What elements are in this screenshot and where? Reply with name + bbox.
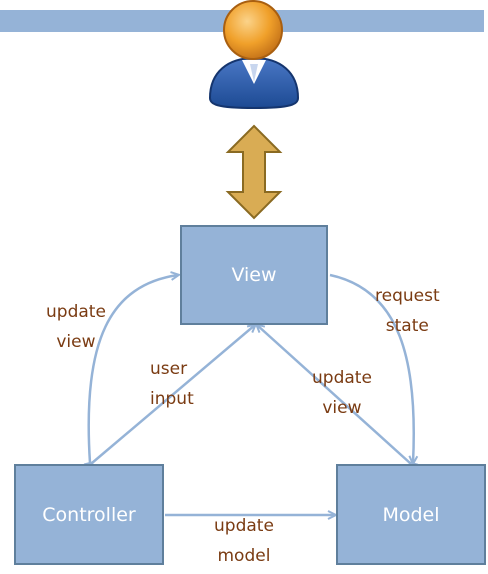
double-arrow-icon xyxy=(225,124,283,220)
edge-label-line: view xyxy=(56,332,96,352)
view-label: View xyxy=(231,264,277,286)
edge-label-line: model xyxy=(217,546,271,566)
edge-label-line: state xyxy=(385,316,429,336)
edge-label-request-state: request state xyxy=(375,281,440,341)
view-box: View xyxy=(180,225,328,325)
edge-label-line: user xyxy=(150,359,188,379)
arrow-model-view-diagonal xyxy=(257,325,410,463)
edge-label-line: request xyxy=(375,286,440,306)
edge-label-line: update xyxy=(312,368,372,388)
edge-label-line: view xyxy=(322,398,362,418)
edge-label-update-view-right: update view xyxy=(312,363,372,423)
edge-label-update-view-left: update view xyxy=(46,297,106,357)
edge-label-update-model: update model xyxy=(214,511,274,571)
controller-box: Controller xyxy=(14,464,164,565)
user-avatar-icon xyxy=(208,0,300,110)
arrow-view-controller-diagonal xyxy=(92,325,255,463)
controller-label: Controller xyxy=(42,503,136,526)
model-box: Model xyxy=(336,464,486,565)
edge-label-line: update xyxy=(46,302,106,322)
edge-label-line: input xyxy=(150,389,194,409)
model-label: Model xyxy=(382,503,440,526)
edge-label-line: update xyxy=(214,516,274,536)
edge-label-user-input: user input xyxy=(150,354,194,414)
